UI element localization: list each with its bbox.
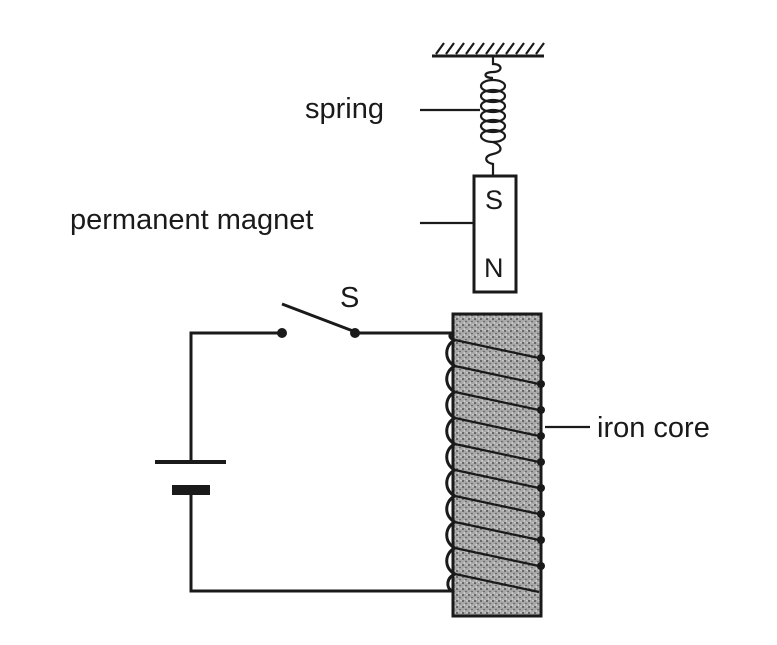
switch: S: [277, 282, 360, 338]
switch-label: S: [340, 282, 359, 314]
ceiling-hatching: [435, 42, 545, 55]
coil-right-ends: [537, 354, 545, 570]
spring-coils: [479, 78, 507, 144]
iron-core-label: iron core: [597, 412, 710, 444]
ceiling-support: [432, 42, 545, 58]
coil-left-turns: [445, 338, 456, 576]
wire-left-top: [189, 331, 282, 462]
coil-windings: [445, 331, 545, 594]
coil-bottom-lead: [446, 572, 456, 593]
switch-lever: [281, 302, 354, 333]
wire-left-bottom: [189, 490, 452, 593]
circuit-wires: [189, 331, 452, 593]
magnet-pole-south: S: [485, 185, 503, 215]
spring-label: spring: [305, 93, 384, 125]
permanent-magnet: S N: [472, 174, 518, 294]
battery: [155, 460, 226, 495]
iron-core: [451, 312, 543, 618]
permanent-magnet-label: permanent magnet: [70, 204, 313, 236]
magnet-pole-north: N: [484, 253, 504, 283]
spring: [479, 56, 507, 176]
switch-contact-left: [277, 328, 287, 338]
coil-top-lead: [448, 331, 456, 342]
